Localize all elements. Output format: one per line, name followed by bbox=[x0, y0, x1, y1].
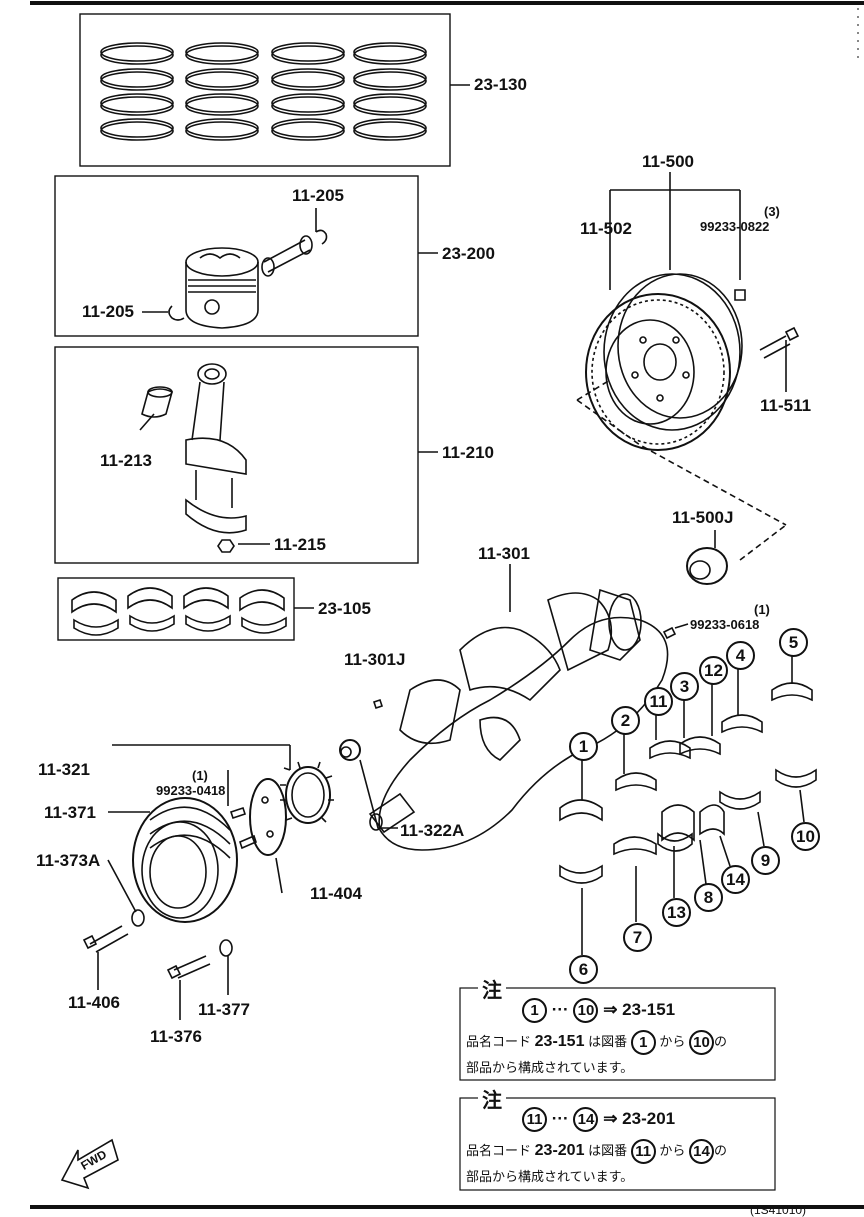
note-2-prefix: 品名コード bbox=[466, 1142, 532, 1158]
callout-8: 8 bbox=[694, 883, 723, 912]
label-11-511: 11-511 bbox=[760, 396, 812, 415]
note-2-line-code: 23-201 bbox=[534, 1141, 585, 1159]
note-1-suffix: の bbox=[714, 1033, 728, 1049]
label-99233-0418: 99233-0418 bbox=[156, 783, 226, 798]
crank-bearing-halves bbox=[559, 655, 817, 955]
pulley-plate bbox=[249, 778, 287, 894]
note-1-dots: ··· bbox=[551, 999, 569, 1019]
note-1-kara: から bbox=[659, 1033, 686, 1049]
note-1-line-to: 10 bbox=[689, 1030, 714, 1055]
label-11-321: 11-321 bbox=[38, 760, 90, 779]
note-1-code: 23-151 bbox=[622, 999, 676, 1019]
note-2-dots: ··· bbox=[551, 1108, 569, 1128]
label-99233-0822-qty: (3) bbox=[764, 204, 780, 219]
label-11-322A: 11-322A bbox=[400, 821, 465, 840]
label-11-301: 11-301 bbox=[478, 544, 530, 563]
label-99233-0618-qty: (1) bbox=[754, 602, 770, 617]
label-11-500: 11-500 bbox=[642, 152, 694, 171]
note-1-line-code: 23-151 bbox=[534, 1032, 585, 1050]
label-11-210: 11-210 bbox=[442, 443, 494, 462]
callout-4: 4 bbox=[726, 641, 755, 670]
crankshaft bbox=[368, 564, 689, 851]
note-2-line-from: 11 bbox=[630, 1139, 656, 1164]
callout-13: 13 bbox=[662, 898, 691, 927]
label-11-371: 11-371 bbox=[44, 803, 96, 822]
piston-ring-set bbox=[100, 42, 427, 141]
note-2-suffix: の bbox=[714, 1142, 728, 1158]
crank-sprocket bbox=[112, 744, 334, 824]
note-2-code: 23-201 bbox=[622, 1108, 676, 1128]
box-main-bearings bbox=[57, 577, 295, 641]
note-2-arrow: ⇒ bbox=[603, 1108, 618, 1128]
callout-5: 5 bbox=[779, 628, 808, 657]
callout-6: 6 bbox=[569, 955, 598, 984]
pilot-bearing bbox=[686, 530, 728, 585]
label-23-130: 23-130 bbox=[474, 75, 527, 94]
box-piston bbox=[54, 175, 419, 337]
flywheel bbox=[576, 172, 800, 561]
pulley-bolts bbox=[82, 770, 257, 1020]
note-2-range: 11 ··· 14 ⇒ 23-201 bbox=[522, 1107, 675, 1132]
note-1-from: 1 bbox=[522, 998, 547, 1023]
label-23-105: 23-105 bbox=[318, 599, 371, 618]
note-2-heading: 注 bbox=[478, 1084, 506, 1113]
note-2-kara: から bbox=[659, 1142, 686, 1158]
label-11-404: 11-404 bbox=[310, 884, 362, 903]
callout-11: 11 bbox=[644, 687, 673, 716]
note-1-prefix: 品名コード bbox=[466, 1033, 532, 1049]
label-23-200: 23-200 bbox=[442, 244, 495, 263]
label-99233-0618: 99233-0618 bbox=[690, 617, 760, 632]
note-2-line-to: 14 bbox=[689, 1139, 714, 1164]
note-1-heading: 注 bbox=[478, 974, 506, 1003]
note-2-to: 14 bbox=[573, 1107, 599, 1132]
label-11-213: 11-213 bbox=[100, 451, 152, 470]
callout-10: 10 bbox=[791, 822, 820, 851]
note-1-to: 10 bbox=[573, 998, 599, 1023]
piston bbox=[142, 208, 328, 329]
callout-7: 7 bbox=[623, 923, 652, 952]
note-1-range: 1 ··· 10 ⇒ 23-151 bbox=[522, 998, 675, 1023]
label-11-500J: 11-500J bbox=[672, 508, 734, 527]
label-11-215: 11-215 bbox=[274, 535, 326, 554]
callout-9: 9 bbox=[751, 846, 780, 875]
label-11-301J: 11-301J bbox=[344, 650, 406, 669]
spacer-11-322A bbox=[339, 739, 398, 829]
callout-14: 14 bbox=[721, 865, 750, 894]
label-11-376: 11-376 bbox=[150, 1027, 202, 1046]
fwd-arrow-icon bbox=[60, 1138, 119, 1190]
label-11-373A: 11-373A bbox=[36, 851, 101, 870]
label-99233-0822: 99233-0822 bbox=[700, 219, 770, 234]
callout-1: 1 bbox=[569, 732, 598, 761]
label-99233-0418-qty: (1) bbox=[192, 768, 208, 783]
crankshaft-key bbox=[372, 698, 384, 710]
label-11-205-left: 11-205 bbox=[82, 302, 134, 321]
label-11-205-top: 11-205 bbox=[292, 186, 344, 205]
footer-code: (1S41010) bbox=[750, 1203, 807, 1217]
crank-pulley bbox=[107, 797, 238, 927]
callout-3: 3 bbox=[670, 672, 699, 701]
box-piston-rings bbox=[79, 13, 451, 167]
callout-12: 12 bbox=[699, 656, 728, 685]
label-11-502: 11-502 bbox=[580, 219, 632, 238]
note-2-mid: は図番 bbox=[588, 1142, 628, 1158]
callout-2: 2 bbox=[611, 706, 640, 735]
note-1-mid: は図番 bbox=[588, 1033, 628, 1049]
connecting-rod bbox=[139, 363, 270, 553]
note-1-arrow: ⇒ bbox=[603, 999, 618, 1019]
note-2-from: 11 bbox=[522, 1107, 547, 1132]
note-1-line2: 部品から構成されています。 bbox=[466, 1060, 634, 1075]
note-box-2 bbox=[459, 1097, 776, 1191]
label-11-377: 11-377 bbox=[198, 1000, 250, 1019]
bearing-shells bbox=[71, 587, 287, 636]
box-connecting-rod bbox=[54, 346, 419, 564]
label-11-406: 11-406 bbox=[68, 993, 120, 1012]
note-box-1 bbox=[459, 987, 776, 1081]
note-1-line-from: 1 bbox=[630, 1030, 656, 1055]
note-2-line2: 部品から構成されています。 bbox=[466, 1169, 634, 1184]
